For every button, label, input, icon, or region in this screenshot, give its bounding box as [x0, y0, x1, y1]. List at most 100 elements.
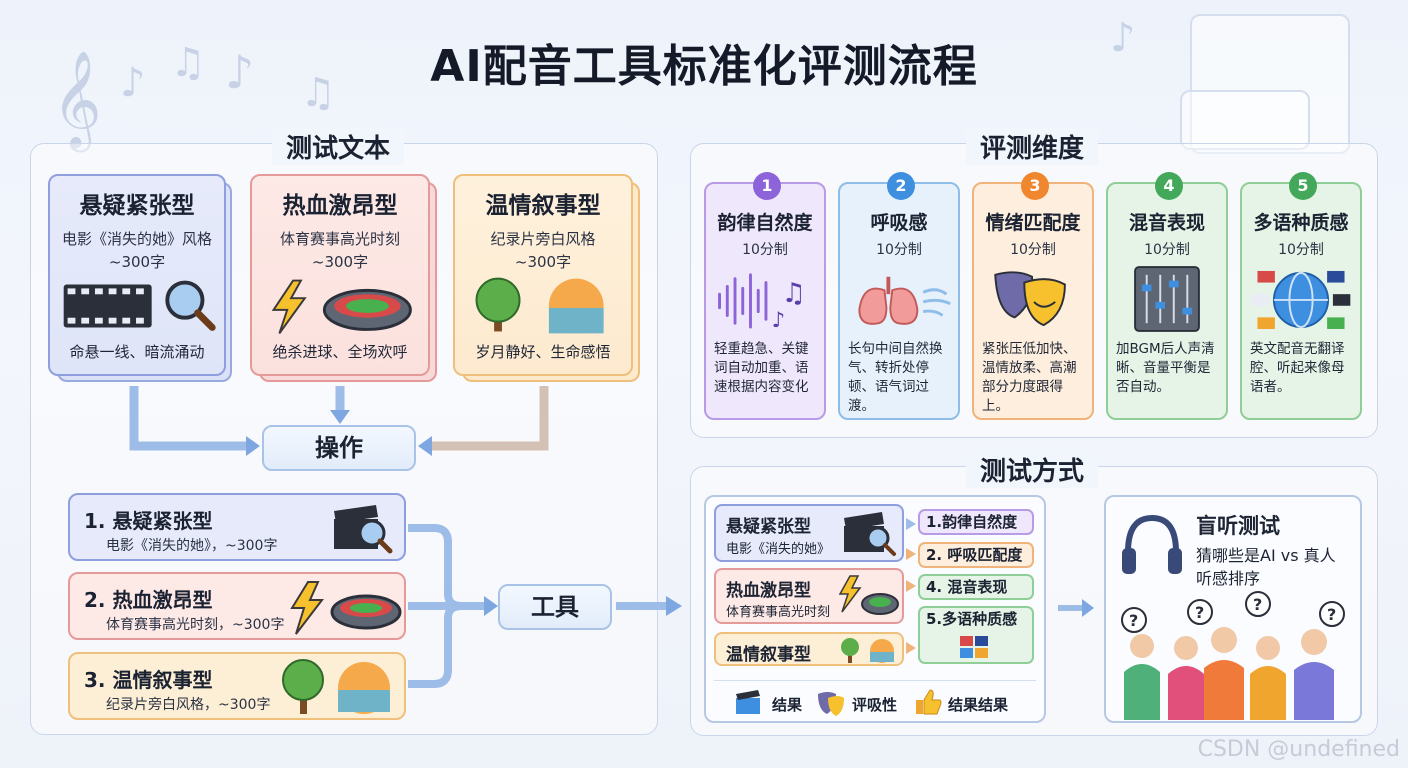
category-length: ~300字 [311, 253, 369, 271]
method-row-name: 热血激昂型 [726, 581, 811, 601]
category-length: ~300字 [108, 253, 166, 271]
list-item-name: 3. 温情叙事型 [84, 668, 213, 692]
dimension-number: 2 [887, 172, 915, 200]
dimension-card-emotion[interactable]: 3 情绪匹配度 10分制 紧张压低加快、温情放柔、高潮部分力度跟得上。 [972, 172, 1094, 420]
test-text-heading: 测试文本 [272, 128, 405, 165]
legend-final: 结果结果 [948, 696, 1009, 714]
method-chip: 1.韵律自然度 [918, 509, 1034, 535]
category-name: 温情叙事型 [485, 193, 601, 219]
headphones-icon [1122, 514, 1182, 574]
category-name: 热血激昂型 [282, 193, 398, 219]
blind-test-desc: 猜哪些是AI vs 真人 [1196, 546, 1336, 565]
music-note-icon: ♪ [120, 60, 146, 106]
dimension-card-mixing[interactable]: 4 混音表现 10分制 加BGM后人声清晰、音量平衡是否自动。 [1106, 172, 1228, 420]
dimension-number: 4 [1155, 172, 1183, 200]
clapperboard-icon [844, 512, 896, 556]
operate-box[interactable]: 操作 [262, 425, 416, 471]
folder-icon [1180, 90, 1310, 150]
legend-result: 结果 [772, 696, 803, 714]
dimension-score: 10分制 [742, 242, 788, 258]
music-note-icon: ♫ [300, 70, 336, 116]
tool-box[interactable]: 工具 [498, 584, 612, 630]
dimension-score: 10分制 [1144, 242, 1190, 258]
method-chip: 2. 呼吸匹配度 [918, 542, 1034, 568]
dimension-desc: 加BGM后人声清晰、音量平衡是否自动。 [1116, 341, 1215, 395]
lightning-stadium-icon [838, 575, 899, 615]
flow-arrows [408, 524, 682, 688]
method-row[interactable]: 温情叙事型 [714, 632, 904, 666]
category-card-passion[interactable]: 热血激昂型 体育赛事高光时刻 ~300字 绝杀进球、全场欢呼 [250, 174, 430, 376]
list-item[interactable]: 1. 悬疑紧张型 电影《消失的她》，~300字 [68, 493, 406, 561]
method-row[interactable]: 悬疑紧张型 电影《消失的她》 [714, 504, 904, 562]
svg-text:?: ? [1253, 595, 1262, 614]
method-row[interactable]: 热血激昂型 体育赛事高光时刻 [714, 568, 904, 624]
theater-masks-icon [818, 692, 844, 716]
music-note-icon: 𝄞 [52, 50, 102, 148]
film-magnifier-icon [63, 280, 216, 331]
dimension-desc: 英文配音无翻译腔、听起来像母语者。 [1250, 341, 1345, 395]
list-item[interactable]: 3. 温情叙事型 纪录片旁白风格，~300字 [68, 652, 406, 720]
blind-test-desc: 听感排序 [1196, 569, 1261, 588]
music-note-icon: ♪ [225, 45, 255, 99]
music-note-icon: ♫ [170, 40, 206, 86]
lightning-stadium-icon [271, 279, 412, 334]
tree-sunset-icon [841, 638, 894, 663]
dimension-card-multilingual[interactable]: 5 多语种质感 10分制 英文配音无翻译腔、听起来像母语者。 [1240, 172, 1362, 420]
flow-arrows [129, 386, 549, 456]
dimension-card-prosody[interactable]: 1 韵律自然度 10分制 ♫ ♪ 轻重趋急、关键词自动加重、语速根据内容变化 [704, 172, 826, 420]
category-name: 悬疑紧张型 [79, 193, 195, 219]
category-card-suspense[interactable]: 悬疑紧张型 电影《消失的她》风格 ~300字 命悬一线、暗流涌动 [48, 174, 226, 376]
dimension-desc: 长句中间自然换气、转折处停顿、语气词过渡。 [848, 341, 943, 414]
thumbs-up-icon [916, 689, 942, 715]
blind-test-title: 盲听测试 [1196, 514, 1280, 538]
dimension-desc: 轻重趋急、关键词自动加重、语速根据内容变化 [714, 341, 809, 395]
theater-masks-icon [994, 271, 1066, 327]
svg-text:♫: ♫ [781, 278, 805, 309]
dimension-card-breath[interactable]: 2 呼吸感 10分制 长句中间自然换气、转折处停顿、语气词过渡。 [838, 172, 960, 420]
clapperboard-icon [334, 505, 393, 554]
method-row-name: 温情叙事型 [726, 645, 811, 665]
method-arrows [906, 518, 916, 654]
lightning-stadium-icon [290, 581, 402, 635]
list-item[interactable]: 2. 热血激昂型 体育赛事高光时刻，~300字 [68, 572, 406, 640]
category-desc: 纪录片旁白风格 [490, 230, 596, 248]
category-desc: 体育赛事高光时刻 [279, 230, 400, 248]
dimension-name: 混音表现 [1128, 212, 1205, 234]
svg-text:?: ? [1129, 611, 1138, 630]
page-title: AI配音工具标准化评测流程 [430, 41, 978, 92]
svg-text:?: ? [1195, 603, 1204, 622]
legend-evaluation: 评吸性 [852, 696, 898, 714]
dimensions-heading: 评测维度 [966, 128, 1099, 165]
category-card-warm[interactable]: 温情叙事型 纪录片旁白风格 ~300字 岁月静好、生命感悟 [453, 174, 633, 376]
dimension-name: 情绪匹配度 [985, 212, 1081, 234]
category-length: ~300字 [514, 253, 572, 271]
mixer-faders-icon [1134, 266, 1200, 332]
tree-sunset-icon [475, 277, 604, 334]
soundwave-note-icon: ♫ ♪ [718, 273, 806, 333]
tree-sunset-icon [282, 659, 390, 714]
category-desc: 电影《消失的她》风格 [61, 230, 212, 248]
method-chip: 5.多语种质感 [918, 606, 1034, 664]
dimension-name: 韵律自然度 [717, 212, 813, 234]
svg-text:?: ? [1327, 605, 1336, 624]
lungs-icon [858, 276, 951, 325]
dimension-number: 1 [753, 172, 781, 200]
dimension-number: 3 [1021, 172, 1049, 200]
category-tag: 绝杀进球、全场欢呼 [272, 343, 408, 361]
flow-arrow [1058, 599, 1094, 617]
flag-grid-icon [960, 636, 988, 658]
category-tag: 命悬一线、暗流涌动 [69, 343, 205, 361]
watermark: CSDN @undefined [1197, 737, 1400, 762]
list-item-desc: 纪录片旁白风格，~300字 [106, 697, 271, 713]
category-tag: 岁月静好、生命感悟 [475, 343, 611, 361]
listeners-illustration: ? ? ? ? [1121, 591, 1345, 720]
music-note-icon: ♪ [1110, 15, 1136, 61]
globe-flags-icon [1251, 270, 1351, 329]
dimension-number: 5 [1289, 172, 1317, 200]
dimension-desc: 紧张压低加快、温情放柔、高潮部分力度跟得上。 [982, 341, 1077, 414]
svg-text:♪: ♪ [772, 308, 786, 333]
method-chip: 4. 混音表现 [918, 574, 1034, 600]
dimension-name: 呼吸感 [870, 212, 928, 234]
list-item-desc: 电影《消失的她》，~300字 [106, 538, 278, 554]
method-footer-divider [714, 680, 1036, 681]
